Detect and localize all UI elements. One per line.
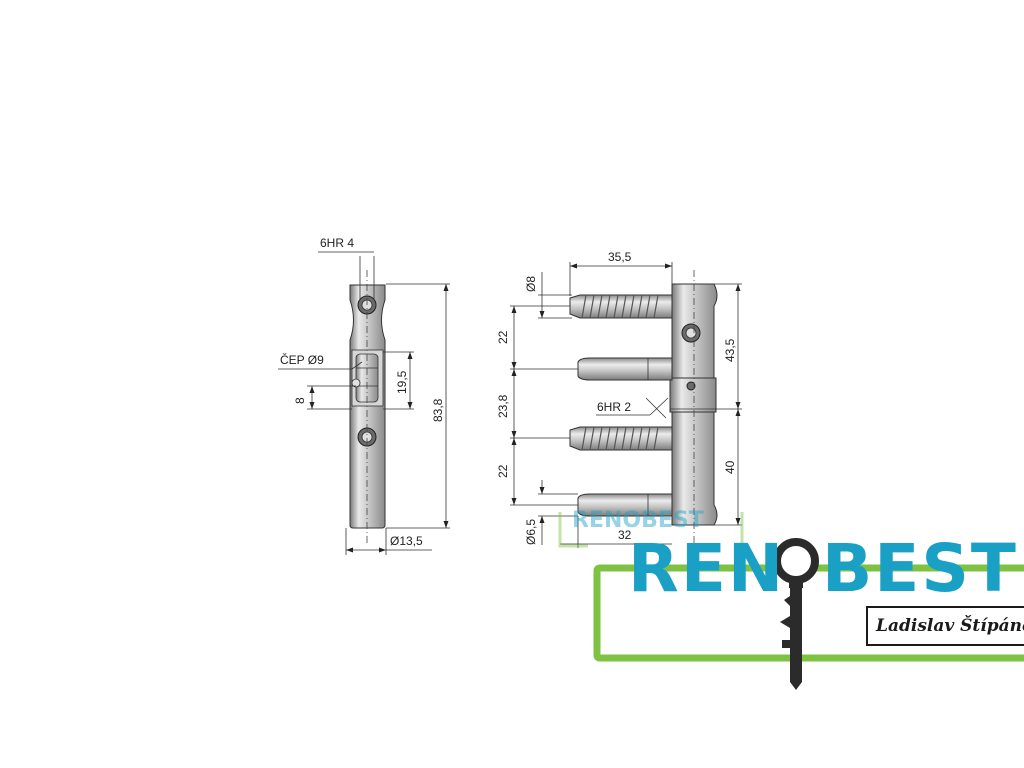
logo-frame: [593, 564, 1024, 662]
dim-pin-diameter: Ø6,5: [524, 519, 538, 545]
dim-pin-length-left: 19,5: [395, 370, 409, 394]
grub-screw: [351, 378, 361, 388]
dim-screw-length: 35,5: [608, 250, 632, 264]
brand-logo: [593, 538, 1024, 690]
dim-spacing-bottom: 22: [496, 464, 510, 478]
dim-hex-drive-right: 6HR 2: [597, 400, 631, 414]
plain-pin-bottom: [577, 493, 673, 517]
dim-spacing-middle: 23,8: [496, 394, 510, 418]
label-pin-diameter: ČEP Ø9: [280, 352, 324, 367]
dim-thread-diameter: Ø8: [524, 276, 538, 292]
key-icon: [773, 538, 819, 690]
dim-pin-offset: 8: [293, 397, 307, 404]
dim-hex-drive-left: 6HR 4: [320, 236, 354, 250]
dim-lower-part: 40: [723, 460, 737, 474]
dim-upper-part: 43,5: [723, 338, 737, 362]
dim-total-height: 83,8: [431, 398, 445, 422]
hex-socket: [686, 381, 696, 391]
right-view: 35,5 Ø8 22 23,8 22 Ø6,5 32 43,5: [496, 250, 742, 548]
left-view: 6HR 4 ČEP Ø9 8 19,5 83,8 Ø13,5: [278, 236, 450, 555]
threaded-screw-bottom: [569, 426, 673, 451]
threaded-screw-top: [569, 294, 673, 319]
dim-body-diameter: Ø13,5: [390, 534, 423, 548]
watermark-brand: RENOBEST: [572, 508, 704, 533]
hinge-body-front: [349, 284, 386, 529]
dim-pin-length-right: 32: [618, 528, 632, 542]
watermark-logo: RENOBEST: [558, 508, 744, 548]
dim-spacing-top: 22: [496, 330, 510, 344]
plain-pin-top: [577, 357, 673, 381]
